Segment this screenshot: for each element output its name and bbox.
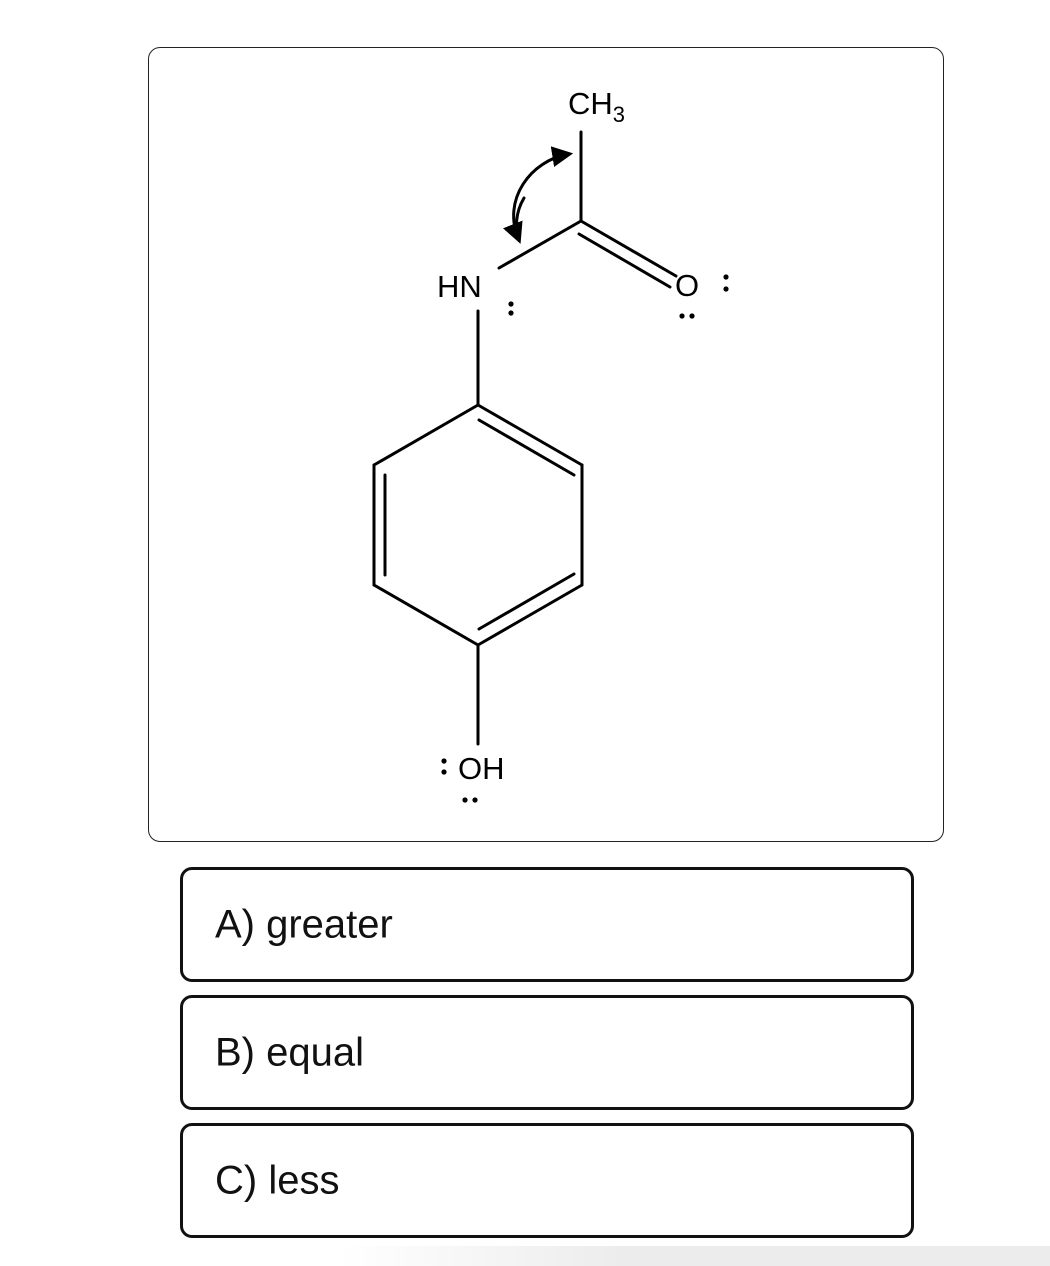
carbonyl-bond [577, 232, 672, 289]
option-a-label: A) greater [215, 902, 393, 946]
n-carbonyl-bond [497, 219, 583, 270]
carbonyl-oxygen-label: O [675, 268, 699, 303]
ring-bond [372, 583, 480, 647]
ring-double-bond [477, 418, 576, 477]
methyl-label: CH3 [568, 86, 625, 127]
curved-arrow [503, 196, 526, 244]
option-a-button[interactable]: A) greater [180, 867, 914, 982]
option-b-button[interactable]: B) equal [180, 995, 914, 1110]
option-b-label: B) equal [215, 1030, 364, 1074]
bottom-shadow [340, 1246, 1050, 1266]
option-c-button[interactable]: C) less [180, 1123, 914, 1238]
lone-pair-dots [441, 274, 729, 803]
ring-double-bond [477, 572, 576, 631]
curved-arrow [512, 146, 574, 242]
carbonyl-bond [579, 219, 678, 278]
acetaminophen-structure: CH3 HN O OH [372, 86, 729, 803]
ring-bond [476, 583, 584, 647]
ring-bond [372, 403, 480, 467]
option-c-label: C) less [215, 1158, 340, 1202]
structure-panel: CH3 HN O OH [148, 47, 944, 842]
amine-label: HN [437, 269, 482, 304]
hydroxyl-label: OH [458, 751, 505, 786]
ring-bond [476, 403, 584, 467]
